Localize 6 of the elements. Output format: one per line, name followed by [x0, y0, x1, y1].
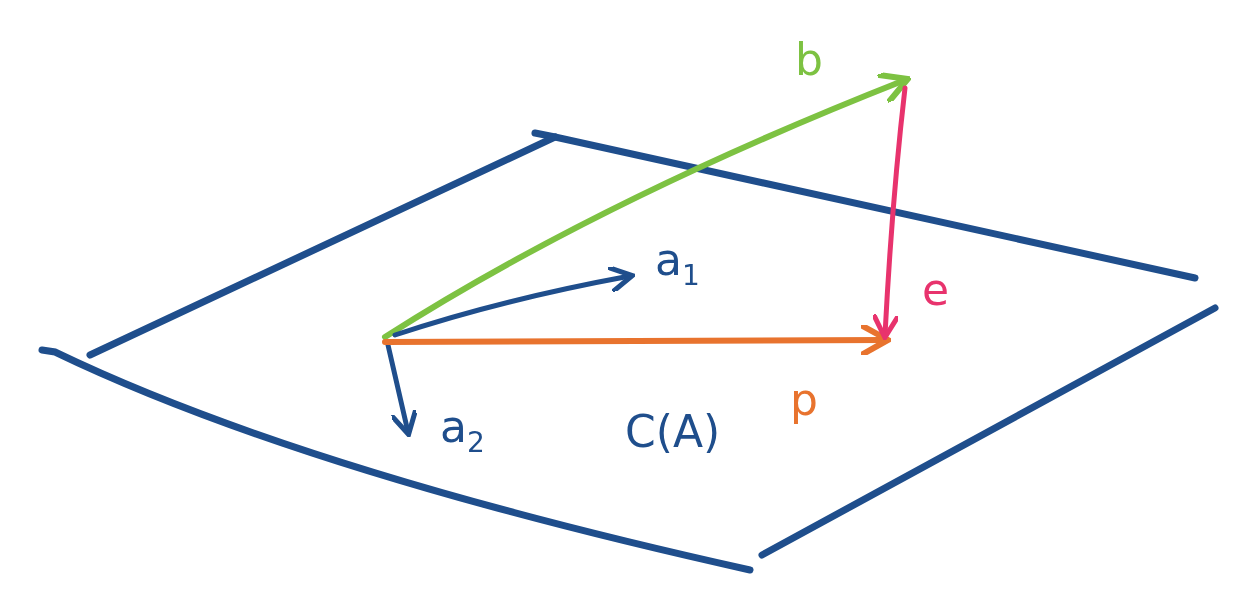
- vector-label: p: [790, 378, 818, 422]
- vector-label: a$_{2}$: [440, 405, 485, 457]
- vector-label: e: [922, 268, 950, 312]
- vector-label: b: [795, 38, 823, 82]
- subspace-label: C(A): [625, 410, 721, 454]
- vector-label: a$_{1}$: [655, 238, 700, 290]
